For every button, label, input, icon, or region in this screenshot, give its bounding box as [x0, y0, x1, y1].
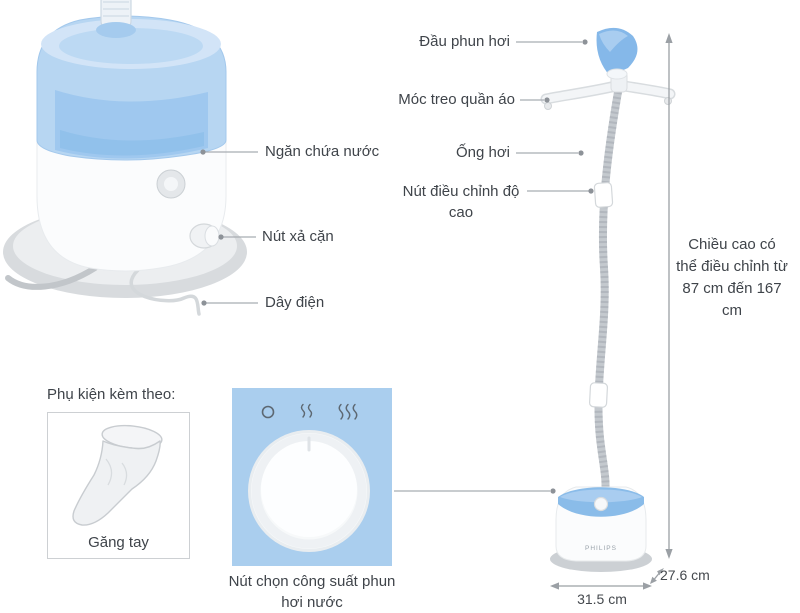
steam-low-icon — [300, 403, 313, 418]
base-width-dimension: 31.5 cm — [577, 591, 627, 607]
power-dial-illustration — [232, 388, 392, 566]
product-diagram-page: { "product": { "brand": "PHILIPS" }, "ca… — [3, 0, 788, 611]
height-dimension-arrow — [665, 33, 673, 559]
height-lock-graphic-2 — [588, 382, 609, 408]
depth-dimension-arrow — [650, 568, 664, 584]
power-dial-caption: Nút chọn công suất phun hơi nước — [228, 573, 396, 611]
callout-water-tank: Ngăn chứa nước — [265, 143, 380, 160]
brand-logo-text: PHILIPS — [585, 545, 617, 552]
standing-steamer-illustration — [540, 27, 676, 572]
accessory-glove-label: Găng tay — [88, 534, 149, 551]
callout-steam-head: Đầu phun hơi — [419, 33, 510, 50]
callout-steam-hose: Ống hơi — [455, 144, 510, 161]
steam-high-icon — [338, 403, 358, 420]
steam-head-graphic — [596, 27, 638, 80]
callout-power-cord: Dây điện — [265, 294, 325, 311]
hanger-graphic — [540, 71, 676, 110]
callout-drain-valve: Nút xả cặn — [262, 228, 334, 245]
width-dimension-arrow — [550, 582, 652, 590]
callout-hanger-hook: Móc treo quần áo — [398, 91, 515, 108]
accessories-title: Phụ kiện kèm theo: — [47, 386, 176, 403]
diagram-artwork — [3, 0, 676, 590]
accessory-box: Găng tay — [47, 412, 190, 559]
height-lock-graphic — [593, 182, 614, 208]
glove-illustration — [72, 424, 163, 526]
base-depth-dimension: 27.6 cm — [660, 567, 710, 583]
steamer-closeup-illustration — [3, 0, 247, 316]
base-knob-graphic — [593, 496, 609, 512]
gray-cable — [5, 265, 98, 290]
adjustable-height-note: Chiều cao có thể điều chỉnh từ 87 cm đến… — [676, 236, 788, 319]
dial-knob-graphic — [248, 430, 370, 552]
leader-lines — [200, 39, 594, 494]
callout-height-adjust: Nút điều chỉnh độ cao — [402, 183, 520, 221]
base-unit-graphic — [550, 486, 652, 572]
off-icon — [261, 405, 275, 419]
power-cord-graphic — [129, 268, 201, 316]
